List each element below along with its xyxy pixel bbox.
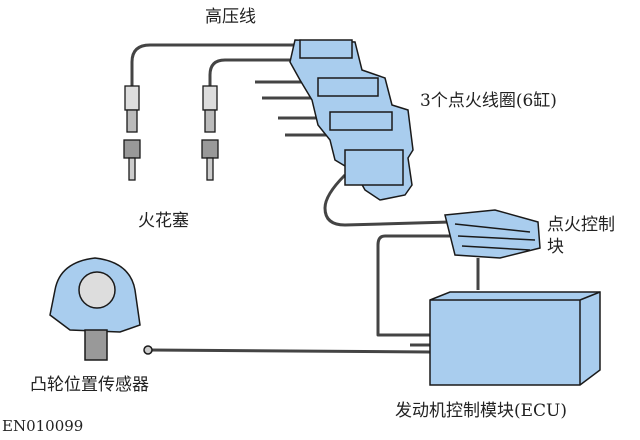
label-ignition-control-module-2: 块 <box>547 237 564 257</box>
spark-plug-left <box>123 85 141 181</box>
label-spark-plugs: 火花塞 <box>138 211 189 231</box>
label-ecu: 发动机控制模块(ECU) <box>395 401 568 421</box>
figure-code: EN010099 <box>2 417 84 435</box>
hv-wire-1 <box>130 43 300 88</box>
cam-position-sensor <box>49 257 153 361</box>
coil-to-icm-wire <box>323 173 451 227</box>
ignition-coil-pack <box>289 39 414 201</box>
label-ignition-coils: 3个点火线圈(6缸) <box>420 91 557 111</box>
sensor-to-ecu-wire <box>149 348 431 354</box>
label-cam-position-sensor: 凸轮位置传感器 <box>30 375 149 395</box>
ignition-control-module <box>444 209 541 259</box>
hv-wire-2 <box>208 58 300 88</box>
label-ignition-control-module-1: 点火控制 <box>547 215 615 235</box>
label-high-voltage-wire: 高压线 <box>205 7 256 27</box>
ecu-box <box>429 291 601 386</box>
spark-plug-right <box>201 85 219 181</box>
icm-to-ecu-wire <box>376 234 450 337</box>
